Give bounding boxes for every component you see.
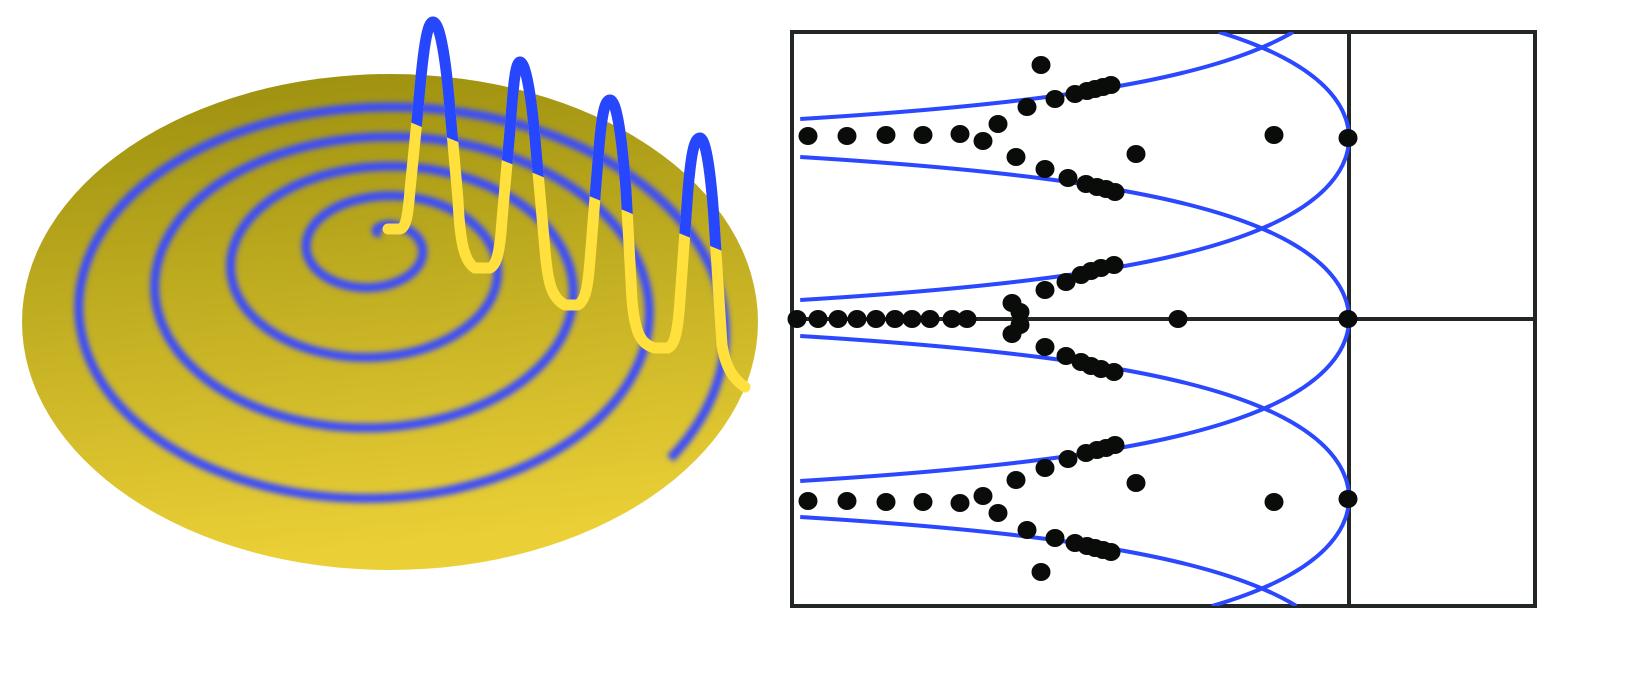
dot <box>1035 338 1055 356</box>
dot <box>876 126 896 144</box>
dot <box>1264 126 1284 144</box>
dot <box>798 127 818 145</box>
dot <box>1035 459 1055 477</box>
dot <box>1101 543 1121 561</box>
dot <box>837 492 857 510</box>
dot <box>1104 363 1124 381</box>
dot <box>1017 98 1037 116</box>
dot <box>1045 529 1065 547</box>
dot <box>942 310 962 328</box>
dot <box>1338 310 1358 328</box>
dot <box>1126 145 1146 163</box>
dot <box>1056 273 1076 291</box>
dot <box>957 310 977 328</box>
dot <box>1105 436 1125 454</box>
dot <box>1058 450 1078 468</box>
dot <box>1168 310 1188 328</box>
dot <box>1010 303 1030 321</box>
dot <box>1126 474 1146 492</box>
dot <box>1101 76 1121 94</box>
curve-0 <box>800 32 1295 121</box>
right-panel-plot <box>787 30 1537 608</box>
dot <box>913 493 933 511</box>
dot <box>1035 281 1055 299</box>
dot <box>1006 148 1026 166</box>
dot <box>950 494 970 512</box>
dot <box>798 492 818 510</box>
dot <box>847 310 867 328</box>
curve-3 <box>800 334 1351 606</box>
dot <box>1017 521 1037 539</box>
dot <box>885 310 905 328</box>
left-panel-spiral-disk <box>22 16 758 570</box>
dot <box>1338 490 1358 508</box>
dot <box>973 132 993 150</box>
dot <box>1056 347 1076 365</box>
dot <box>1002 325 1022 343</box>
dot <box>920 310 940 328</box>
dot <box>1006 471 1026 489</box>
dot <box>1058 169 1078 187</box>
dot <box>1045 90 1065 108</box>
dot <box>866 310 886 328</box>
dot <box>837 127 857 145</box>
dot <box>828 310 848 328</box>
dot <box>913 126 933 144</box>
dot <box>1104 256 1124 274</box>
dot <box>808 310 828 328</box>
dot <box>988 504 1008 522</box>
dot <box>902 310 922 328</box>
dot <box>876 493 896 511</box>
curve-1 <box>800 32 1351 302</box>
dot <box>1264 493 1284 511</box>
dot <box>1338 129 1358 147</box>
curve-4 <box>800 515 1298 606</box>
dot <box>787 310 807 328</box>
dot <box>1105 183 1125 201</box>
dots <box>787 56 1358 581</box>
dot <box>1031 563 1051 581</box>
dot <box>973 487 993 505</box>
dot <box>988 115 1008 133</box>
dot <box>950 125 970 143</box>
dot <box>1035 160 1055 178</box>
wave-tube-high <box>382 16 751 283</box>
dot <box>1031 56 1051 74</box>
